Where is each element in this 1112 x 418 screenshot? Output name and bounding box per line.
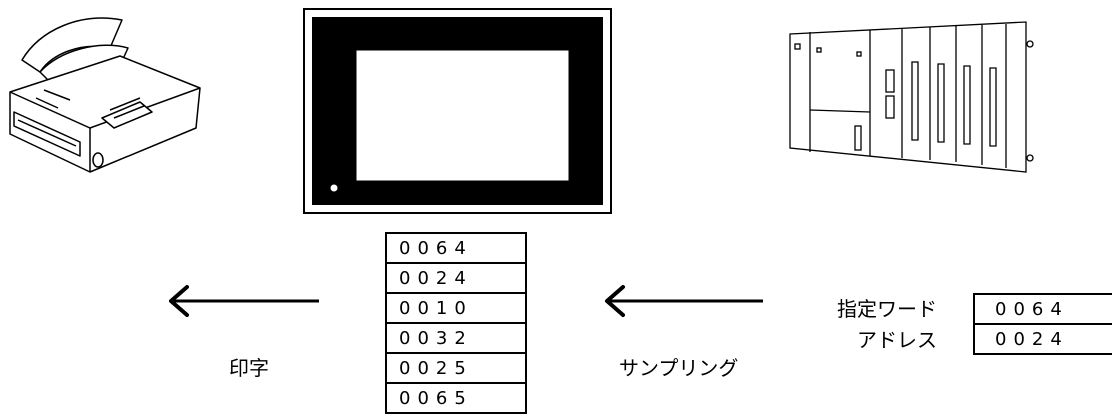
arrow-left-icon bbox=[169, 285, 319, 317]
plc-icon bbox=[789, 21, 1034, 173]
print-label: 印字 bbox=[229, 356, 269, 380]
buffer-cell: 0064 bbox=[385, 232, 527, 264]
word-address-label-line1: 指定ワード bbox=[837, 297, 937, 321]
buffer-cell: 0024 bbox=[385, 264, 527, 294]
arrow-left-icon bbox=[605, 285, 763, 317]
printer-icon bbox=[9, 17, 201, 173]
word-address-cell: 0064 bbox=[973, 293, 1112, 325]
touch-panel-icon bbox=[303, 8, 612, 214]
word-address-cell: 0024 bbox=[973, 325, 1112, 355]
sampling-buffer-table: 0064 0024 0010 0032 0025 0065 bbox=[385, 232, 527, 414]
buffer-cell: 0025 bbox=[385, 354, 527, 384]
buffer-cell: 0010 bbox=[385, 294, 527, 324]
word-address-label-line2: アドレス bbox=[857, 328, 937, 352]
buffer-cell: 0065 bbox=[385, 384, 527, 414]
word-address-table: 0064 0024 bbox=[973, 293, 1112, 355]
buffer-cell: 0032 bbox=[385, 324, 527, 354]
sampling-label: サンプリング bbox=[619, 356, 739, 380]
